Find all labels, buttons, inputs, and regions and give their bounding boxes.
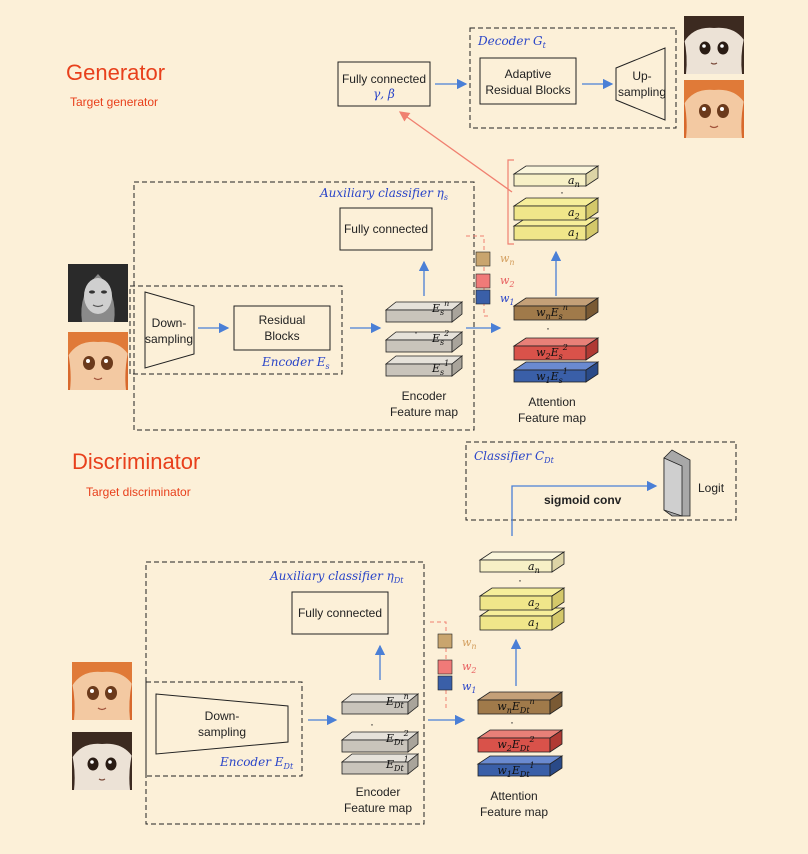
generator-title: Generator	[66, 60, 165, 85]
disc-enc-dot: ·	[370, 717, 374, 731]
disc-encoder-box	[145, 681, 303, 777]
disc-downsampling-trapezoid	[155, 693, 289, 755]
gen-encoder-feature-stack	[384, 301, 464, 377]
gen-enc-map-label-1: Encoder	[402, 389, 447, 403]
gen-residual-box	[233, 305, 331, 351]
discriminator-title: Discriminator	[72, 449, 200, 474]
gen-downsampling-label-1: Down-	[152, 316, 187, 330]
disc-aux-fc-label: Fully connected	[298, 606, 382, 620]
gen-input-face-photo	[67, 263, 129, 323]
disc-enc-layer-2: EDt2	[385, 729, 409, 747]
disc-att-layer-n: wnEDtn	[497, 697, 534, 715]
disc-weight-wn-label: wn	[462, 636, 477, 651]
generator-subtitle: Target generator	[70, 95, 158, 109]
disc-weight-w1-label: w1	[462, 680, 477, 695]
disc-att-dot: ·	[510, 715, 514, 729]
gen-a-layer-n: an	[568, 174, 580, 189]
adaptive-label-2: Residual Blocks	[485, 83, 570, 97]
disc-enc-map-label-2: Feature map	[344, 801, 412, 815]
gamma-beta-label: γ, β	[373, 87, 395, 101]
attention-to-fc-arrow	[398, 111, 513, 193]
classifier-label: Classifier CDt	[474, 449, 555, 465]
gen-enc-dot: ·	[414, 325, 418, 339]
disc-aux-label: Auxiliary classifier ηDt	[269, 569, 404, 585]
disc-a-dot: ·	[518, 573, 522, 587]
fc-gamma-beta-label: Fully connected	[342, 72, 426, 86]
disc-weight-w1-cube	[437, 675, 453, 691]
gen-att-dot: ·	[546, 321, 550, 335]
gen-att-map-label-1: Attention	[528, 395, 575, 409]
disc-a-layer-1: a1	[528, 616, 540, 631]
disc-weight-w2-cube	[437, 659, 453, 675]
disc-input-face-dark	[71, 731, 133, 791]
gen-encoder-label: Encoder Es	[261, 355, 330, 371]
logit-block	[663, 449, 691, 517]
fc-gamma-beta-box	[337, 61, 431, 107]
disc-att-map-label-2: Feature map	[480, 805, 548, 819]
gen-weight-w2-label: w2	[500, 274, 515, 289]
gen-weight-w1-label: w1	[500, 292, 515, 307]
gen-attention-feature-stack	[512, 297, 600, 383]
gen-aux-classifier-box	[133, 181, 475, 431]
sigmoid-conv-label: sigmoid conv	[544, 493, 622, 507]
disc-enc-layer-1: EDt1	[385, 755, 409, 773]
disc-attention-feature-stack	[476, 691, 564, 777]
disc-input-face-anime	[71, 661, 133, 721]
disc-weight-dashed-line	[430, 621, 447, 710]
disc-att-layer-1: w1EDt1	[497, 761, 534, 779]
logit-label: Logit	[698, 481, 725, 495]
gen-downsampling-label-2: sampling	[145, 332, 193, 346]
gen-a-layer-1: a1	[568, 226, 580, 241]
gen-weight-w2-cube	[475, 273, 491, 289]
output-face-orange	[683, 79, 745, 139]
disc-a-layers-stack	[478, 551, 566, 631]
disc-weight-wn-cube	[437, 633, 453, 649]
disc-att-layer-2: w2EDt2	[497, 735, 534, 753]
gen-a-layer-2: a2	[568, 206, 580, 221]
disc-encoder-feature-stack	[340, 693, 420, 775]
disc-enc-map-label-1: Encoder	[356, 785, 401, 799]
gen-weight-wn-label: wn	[500, 252, 515, 267]
decoder-box	[469, 27, 677, 129]
adaptive-residual-box	[479, 57, 577, 105]
classifier-box	[465, 441, 737, 521]
gen-att-map-label-2: Feature map	[518, 411, 586, 425]
disc-a-layer-n: an	[528, 560, 540, 575]
gen-weight-w1-cube	[475, 289, 491, 305]
disc-weight-w2-label: w2	[462, 660, 477, 675]
output-face-dark	[683, 15, 745, 75]
disc-aux-fc-box	[291, 591, 389, 635]
gen-residual-label-2: Blocks	[264, 329, 299, 343]
upsampling-trapezoid	[615, 47, 666, 121]
gen-weight-wn-cube	[475, 251, 491, 267]
decoder-label: Decoder Gt	[477, 34, 547, 50]
gen-a-dot: ·	[560, 185, 564, 199]
disc-enc-layer-n: EDtn	[385, 692, 409, 710]
a-layers-bracket	[507, 159, 514, 245]
disc-downsampling-label-2: sampling	[198, 725, 246, 739]
gen-downsampling-trapezoid	[144, 291, 195, 369]
gen-a-layers-stack	[512, 165, 600, 241]
adaptive-label-1: Adaptive	[505, 67, 552, 81]
gen-residual-label-1: Residual	[259, 313, 306, 327]
disc-a-layer-2: a2	[528, 596, 540, 611]
disc-encoder-label: Encoder EDt	[219, 755, 294, 771]
sigmoid-conv-arrow	[511, 480, 658, 536]
disc-downsampling-label-1: Down-	[205, 709, 240, 723]
upsampling-label-2: sampling	[618, 85, 666, 99]
gen-enc-map-label-2: Feature map	[390, 405, 458, 419]
gen-aux-label: Auxiliary classifier ηs	[319, 186, 448, 202]
disc-att-map-label-1: Attention	[490, 789, 537, 803]
gen-aux-fc-label: Fully connected	[344, 222, 428, 236]
upsampling-label-1: Up-	[632, 69, 651, 83]
gen-encoder-box	[129, 285, 343, 375]
gen-input-face-anime	[67, 331, 129, 391]
discriminator-subtitle: Target discriminator	[86, 485, 191, 499]
gen-aux-fc-box	[339, 207, 433, 251]
